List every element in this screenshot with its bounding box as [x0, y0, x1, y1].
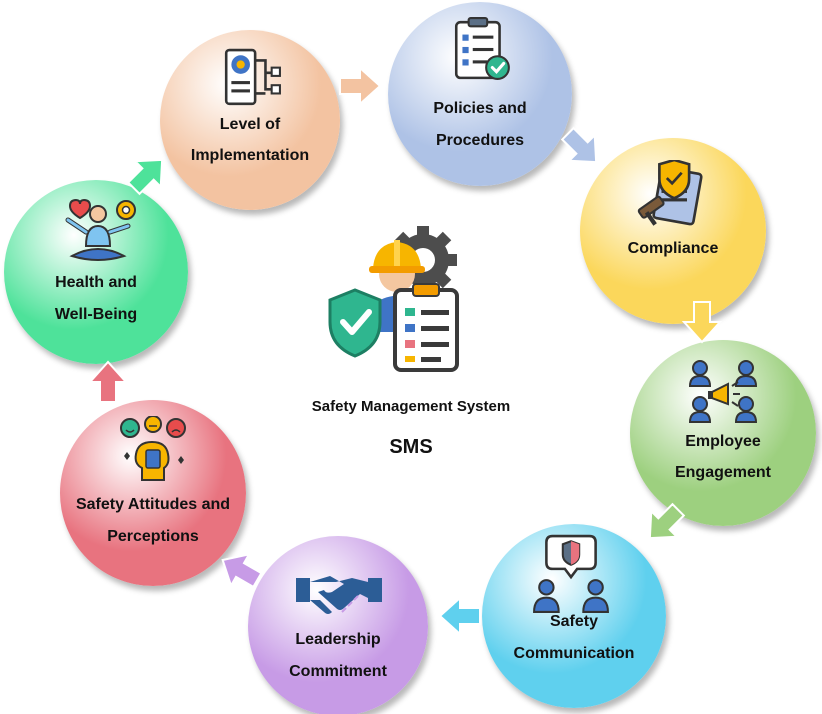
node-label-line: Communication [513, 645, 635, 662]
people-chat-shield-icon [533, 534, 609, 613]
node-employee-engagement: Employee Engagement [630, 340, 816, 526]
node-label-line: Level of [219, 116, 281, 133]
meditation-heart-gear-icon [65, 198, 136, 261]
node-label-line: Compliance [627, 240, 719, 257]
arrow-7 [126, 158, 164, 196]
arrow-3 [648, 502, 686, 540]
node-label-line: Procedures [435, 132, 525, 149]
node-label-line: Policies and [433, 100, 527, 117]
arrow-4 [438, 596, 481, 636]
arrow-2 [682, 301, 722, 344]
node-label-line: Implementation [190, 147, 310, 164]
node-health-and-well-being: Health and Well-Being [4, 180, 188, 364]
node-label-line: Employee [685, 433, 761, 450]
center-abbreviation: SMS [389, 436, 433, 458]
node-label-line: Well-Being [54, 306, 138, 323]
node-safety-communication: Safety Communication [482, 524, 666, 708]
head-emotions-icon [120, 416, 186, 481]
clipboard-check-icon [454, 17, 510, 80]
arrow-1 [560, 126, 598, 164]
node-compliance: Compliance [580, 138, 766, 324]
node-label-line: Leadership [295, 631, 381, 648]
node-label-line: Engagement [674, 464, 771, 481]
arrow-5 [221, 552, 263, 589]
safety-worker-shield-checklist-icon [328, 226, 459, 372]
process-gear-flow-icon [224, 48, 281, 106]
arrow-0 [339, 66, 382, 106]
node-label-line: Perceptions [107, 528, 199, 545]
node-label-line: Safety [549, 613, 599, 630]
node-leadership-commitment: Leadership Commitment [248, 536, 428, 714]
arrow-6 [88, 360, 128, 403]
shield-gavel-document-icon [637, 160, 703, 226]
node-label-line: Safety Attitudes and [75, 496, 231, 513]
center-caption: Safety Management System [311, 398, 511, 415]
node-label-line: Health and [55, 274, 137, 291]
node-label-line: Commitment [289, 663, 387, 680]
node-level-of-implementation: Level of Implementation [160, 30, 340, 210]
node-policies-and-procedures: Policies and Procedures [388, 2, 572, 186]
handshake-icon [296, 576, 382, 614]
team-megaphone-icon [688, 360, 758, 423]
node-safety-attitudes-and-perceptions: Safety Attitudes and Perceptions [60, 400, 246, 586]
